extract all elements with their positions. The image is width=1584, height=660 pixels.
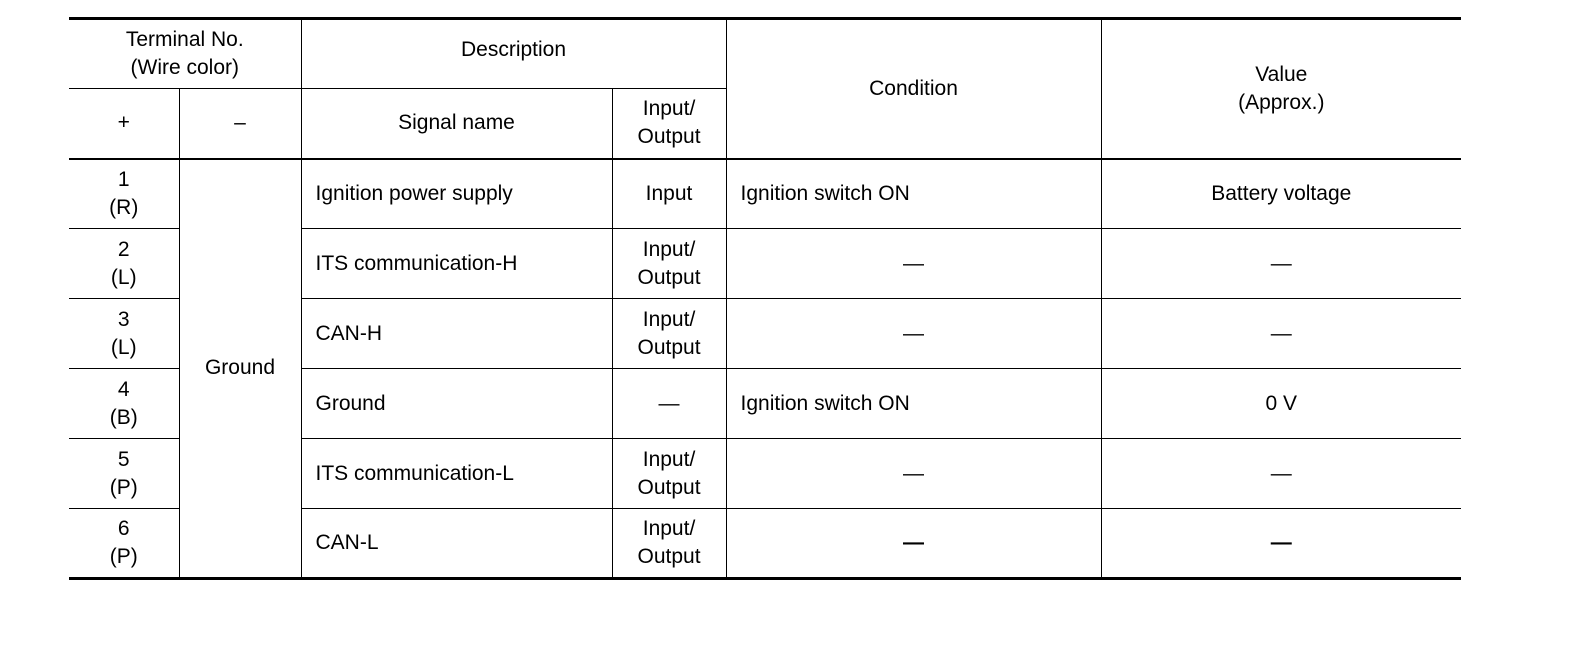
value-header: Value (Approx.)	[1100, 17, 1462, 160]
ground-cell: Ground	[178, 158, 302, 580]
io-cell: Input/ Output	[611, 298, 727, 369]
terminal-cell: 1 (R)	[69, 158, 180, 229]
signal-cell: ITS communication-L	[300, 438, 613, 509]
header-row-2: + – Signal name Input/ Output	[69, 88, 1461, 160]
signal-cell: Ground	[300, 368, 613, 439]
io-cell: Input/ Output	[611, 438, 727, 509]
table-row: 6 (P) CAN-L Input/ Output — —	[69, 508, 1462, 580]
condition-header: Condition	[725, 17, 1102, 160]
terminal-table: Terminal No. (Wire color) Description Co…	[69, 17, 1462, 580]
value-cell: 0 V	[1100, 368, 1462, 439]
table-row: 2 (L) ITS communication-H Input/ Output …	[69, 228, 1462, 299]
ground-label: Ground	[204, 356, 276, 380]
condition-cell: —	[725, 228, 1102, 299]
description-header: Description	[300, 17, 727, 89]
condition-cell: Ignition switch ON	[725, 368, 1102, 439]
input-output-header: Input/ Output	[611, 88, 727, 160]
condition-label: Condition	[869, 76, 958, 100]
table-row: 1 (R) Ground Ignition power supply Input…	[69, 158, 1462, 580]
table-row: 3 (L) CAN-H Input/ Output — —	[69, 298, 1462, 369]
terminal-cell: 6 (P)	[69, 508, 180, 580]
table-row: 4 (B) Ground — Ignition switch ON 0 V	[69, 368, 1462, 439]
terminal-cell: 5 (P)	[69, 438, 180, 509]
plus-header: +	[69, 88, 180, 160]
signal-name-header: Signal name	[300, 88, 613, 160]
io-cell: —	[611, 368, 727, 439]
value-cell: —	[1100, 298, 1462, 369]
value-cell: Battery voltage	[1100, 158, 1462, 229]
terminal-cell: 3 (L)	[69, 298, 180, 369]
signal-cell: CAN-L	[300, 508, 613, 580]
condition-cell: Ignition switch ON	[725, 158, 1102, 229]
description-label: Description	[460, 38, 567, 61]
condition-cell: —	[725, 438, 1102, 509]
terminal-no-header: Terminal No. (Wire color)	[69, 17, 302, 89]
condition-cell: —	[725, 298, 1102, 369]
io-cell: Input	[611, 158, 727, 229]
io-cell: Input/ Output	[611, 508, 727, 580]
value-cell: —	[1100, 508, 1462, 580]
terminal-cell: 2 (L)	[69, 228, 180, 299]
io-cell: Input/ Output	[611, 228, 727, 299]
condition-cell: —	[725, 508, 1102, 580]
terminal-no-label: Terminal No.	[125, 28, 244, 51]
signal-cell: CAN-H	[300, 298, 613, 369]
value-cell: —	[1100, 438, 1462, 509]
minus-header: –	[178, 88, 302, 160]
value-approx-label: (Approx.)	[1238, 90, 1325, 114]
value-cell: —	[1100, 228, 1462, 299]
terminal-cell: 4 (B)	[69, 368, 180, 439]
wire-color-label: (Wire color)	[130, 56, 240, 79]
header-row-1: Terminal No. (Wire color) Description Co…	[69, 17, 1462, 160]
signal-cell: ITS communication-H	[300, 228, 613, 299]
signal-cell: Ignition power supply	[300, 158, 613, 229]
value-label: Value	[1255, 62, 1308, 86]
